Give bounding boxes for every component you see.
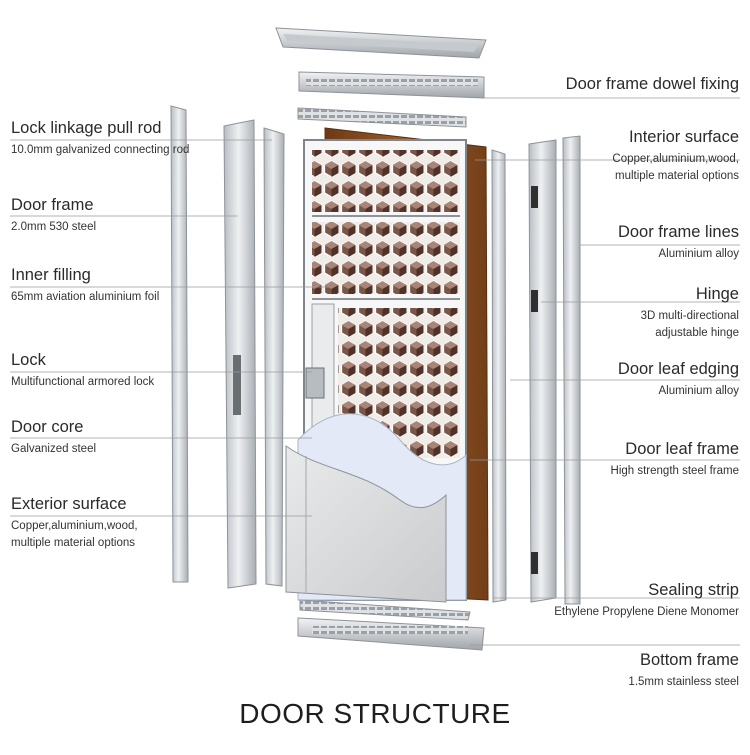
callout-subtitle: 65mm aviation aluminium foil (11, 291, 160, 303)
callout-subtitle: adjustable hinge (655, 327, 739, 339)
callout-subtitle: Copper,aluminium,wood, (612, 153, 739, 165)
callout-title: Hinge (695, 285, 739, 303)
callout-subtitle: Multifunctional armored lock (11, 376, 155, 388)
outer-frame-line-right (562, 135, 581, 605)
callout-subtitle: Ethylene Propylene Diene Monomer (554, 606, 739, 618)
callout-right: Hinge 3D multi-directional adjustable hing… (641, 284, 739, 342)
callout-right: Door frame dowel fixing (566, 74, 739, 94)
callout-title: Door core (11, 418, 84, 436)
callout-subtitle: 1.5mm stainless steel (628, 676, 739, 688)
dowel-rail-slots (306, 79, 478, 86)
callout-title: Door frame lines (617, 223, 739, 241)
top-cap-inner (283, 34, 478, 52)
door-frame-left (223, 119, 257, 589)
callout-subtitle: multiple material options (614, 170, 739, 182)
callout-subtitle: multiple material options (11, 537, 136, 549)
callout-title: Door frame dowel fixing (565, 75, 739, 93)
callout-title: Inner filling (11, 266, 91, 284)
callout-subtitle: Aluminium alloy (658, 248, 739, 260)
door-frame-right (528, 139, 557, 603)
bottom-frame-slots (312, 626, 468, 634)
callout-subtitle: Galvanized steel (11, 443, 97, 455)
lock-body (305, 367, 325, 399)
honeycomb-panel-2 (312, 222, 460, 294)
callout-title: Lock linkage pull rod (11, 119, 162, 137)
callout-title: Exterior surface (11, 495, 127, 513)
honeycomb-panel-1 (312, 150, 460, 212)
door-leaf-edging (491, 149, 507, 603)
callout-subtitle: Copper,aluminium,wood, (11, 520, 138, 532)
door-frame-strike-plate (233, 355, 241, 415)
callout-left: Lock linkage pull rod 10.0mm galvanized c… (11, 118, 189, 159)
callout-subtitle: 2.0mm 530 steel (11, 221, 97, 233)
hinge-1 (531, 186, 538, 208)
callout-title: Door leaf frame (625, 440, 739, 458)
callout-title: Interior surface (628, 128, 739, 146)
top-leaf-vent-rail (297, 107, 467, 128)
callout-title: Bottom frame (639, 651, 739, 669)
callout-subtitle: 3D multi-directional (640, 310, 739, 322)
callout-title: Sealing strip (648, 581, 739, 599)
callout-title: Door leaf edging (617, 360, 739, 378)
outer-frame-line-left (170, 105, 189, 583)
exterior-surface-panel (285, 445, 447, 603)
callout-left: Inner filling 65mm aviation aluminium foi… (11, 265, 159, 306)
sealing-strip (299, 599, 471, 621)
hinge-3 (531, 552, 538, 574)
hinge-2 (531, 290, 538, 312)
callout-subtitle: 10.0mm galvanized connecting rod (11, 144, 190, 156)
callout-title: Lock (11, 351, 46, 369)
callout-left: Door frame 2.0mm 530 steel (11, 195, 96, 236)
diagram-title: DOOR STRUCTURE (239, 698, 511, 729)
callout-title: Door frame (11, 196, 94, 214)
callout-subtitle: Aluminium alloy (658, 385, 739, 397)
callout-right: Bottom frame 1.5mm stainless steel (628, 650, 739, 691)
lock-linkage-pull-rod (263, 127, 285, 587)
callout-subtitle: High strength steel frame (610, 465, 739, 477)
